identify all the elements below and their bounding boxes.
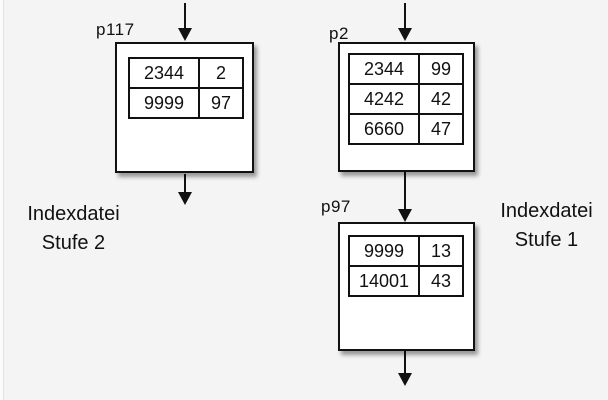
caption-indexdatei-stufe-1: Indexdatei Stufe 1	[486, 197, 607, 255]
table-cell-pointer: 42	[418, 83, 464, 115]
table-cell-key: 9999	[128, 87, 200, 119]
arrow-into-p117	[178, 3, 192, 41]
arrow-out-of-p97	[398, 350, 412, 386]
index-table-p97: 9999 13 14001 43	[348, 235, 464, 297]
caption-line1: Indexdatei	[27, 203, 120, 225]
arrow-shaft	[404, 3, 406, 28]
table-cell-pointer: 43	[418, 265, 464, 297]
table-cell-pointer: 2	[198, 57, 244, 89]
table-cell-pointer: 99	[418, 53, 464, 85]
table-row: 2344 99	[348, 53, 464, 85]
index-table-p2: 2344 99 4242 42 6660 47	[348, 53, 464, 145]
arrow-head-icon	[398, 28, 412, 41]
caption-line2: Stufe 2	[41, 232, 106, 254]
index-table-p117: 2344 2 9999 97	[128, 57, 244, 119]
caption-line1: Indexdatei	[500, 200, 593, 222]
table-cell-key: 2344	[348, 53, 420, 85]
arrow-head-icon	[178, 192, 192, 205]
table-cell-key: 14001	[348, 265, 420, 297]
table-cell-pointer: 13	[418, 235, 464, 267]
index-page-p97: 9999 13 14001 43	[338, 222, 475, 351]
table-row: 2344 2	[128, 57, 244, 89]
arrow-out-of-p117	[178, 174, 192, 205]
arrow-head-icon	[178, 28, 192, 41]
node-label-p2: p2	[329, 24, 349, 43]
node-label-p117: p117	[96, 20, 135, 39]
caption-indexdatei-stufe-2: Indexdatei Stufe 2	[13, 200, 134, 258]
table-cell-key: 9999	[348, 235, 420, 267]
table-cell-key: 4242	[348, 83, 420, 115]
caption-line2: Stufe 1	[514, 229, 579, 251]
table-row: 6660 47	[348, 113, 464, 145]
arrow-head-icon	[398, 209, 412, 222]
arrow-shaft	[184, 3, 186, 28]
index-page-p117: 2344 2 9999 97	[115, 42, 254, 173]
table-row: 4242 42	[348, 83, 464, 115]
table-cell-pointer: 97	[198, 87, 244, 119]
arrow-shaft	[404, 350, 406, 373]
table-cell-key: 2344	[128, 57, 200, 89]
table-cell-pointer: 47	[418, 113, 464, 145]
arrow-shaft	[404, 172, 406, 209]
table-row: 14001 43	[348, 265, 464, 297]
arrow-shaft	[184, 174, 186, 192]
arrow-into-p2	[398, 3, 412, 41]
table-row: 9999 13	[348, 235, 464, 267]
table-row: 9999 97	[128, 87, 244, 119]
index-page-p2: 2344 99 4242 42 6660 47	[338, 42, 475, 172]
node-label-p97: p97	[321, 197, 351, 216]
arrow-p2-to-p97	[398, 172, 412, 222]
arrow-head-icon	[398, 373, 412, 386]
table-cell-key: 6660	[348, 113, 420, 145]
page-edge-line	[0, 0, 4, 400]
